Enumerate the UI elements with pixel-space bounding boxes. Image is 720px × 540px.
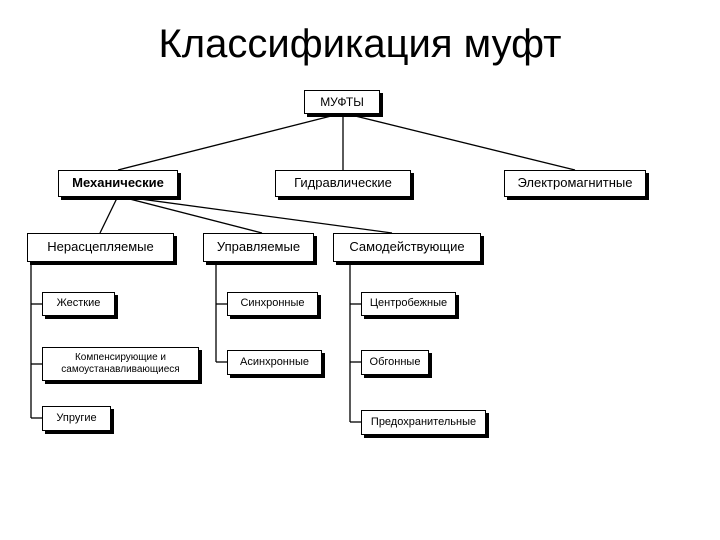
node-centrifugal: Центробежные bbox=[361, 292, 456, 316]
page-title: Классификация муфт bbox=[158, 22, 562, 66]
node-couplings-root: МУФТЫ bbox=[304, 90, 380, 114]
node-elastic: Упругие bbox=[42, 406, 111, 431]
connector-mechanical-nondisengaging bbox=[99, 195, 119, 234]
node-electromagnetic: Электромагнитные bbox=[504, 170, 646, 197]
node-safety: Предохранительные bbox=[361, 410, 486, 435]
node-synchronous: Синхронные bbox=[227, 292, 318, 316]
node-asynchronous: Асинхронные bbox=[227, 350, 322, 375]
node-non-disengaging: Нерасцепляемые bbox=[27, 233, 174, 262]
connector-root-mechanical bbox=[117, 112, 344, 171]
connector-mechanical-selfacting bbox=[117, 195, 393, 234]
connector-mechanical-controlled bbox=[117, 195, 263, 234]
connector-root-electromagnetic bbox=[342, 112, 576, 171]
node-controlled: Управляемые bbox=[203, 233, 314, 262]
node-overrunning: Обгонные bbox=[361, 350, 429, 375]
node-compensating: Компенсирующие и самоустанавливающиеся bbox=[42, 347, 199, 381]
node-rigid: Жесткие bbox=[42, 292, 115, 316]
node-self-acting: Самодействующие bbox=[333, 233, 481, 262]
node-mechanical: Механические bbox=[58, 170, 178, 197]
node-hydraulic: Гидравлические bbox=[275, 170, 411, 197]
